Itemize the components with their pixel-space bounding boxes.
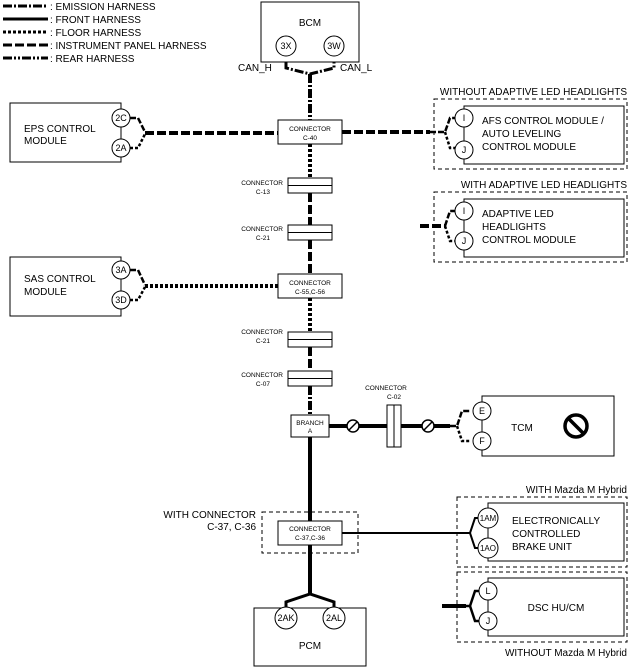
svg-text:ADAPTIVE LED: ADAPTIVE LED [482,209,554,220]
connector-c21-lower: CONNECTOR C-21 [241,329,333,348]
sas-pin-3d: 3D [115,295,127,305]
with-connector-label-1: WITH CONNECTOR [163,510,256,521]
tcm-module: E F TCM [472,395,615,457]
bcm-pin-3x: 3X [280,41,291,51]
svg-text:CONTROL MODULE: CONTROL MODULE [482,142,576,153]
wire-break-icon [346,419,360,433]
dsc-label: DSC HU/CM [528,603,585,614]
sas-label-2: MODULE [24,287,67,298]
svg-text:HEADLIGHTS: HEADLIGHTS [482,222,546,233]
connector-c55-c56: CONNECTOR C-55,C-56 [277,273,343,299]
pcm-pin-2ak: 2AK [277,613,294,623]
svg-text:CONNECTOR: CONNECTOR [241,180,283,187]
svg-text:C-37,C-36: C-37,C-36 [295,535,325,542]
afs-pin-j: J [462,145,467,155]
svg-text:AUTO LEVELING: AUTO LEVELING [482,129,562,140]
bcm-module: BCM 3X 3W CAN_H CAN_L [238,1,373,74]
dsc-pin-j: J [486,616,491,626]
tcm-pin-f: F [479,436,485,446]
afs-pin-i: I [463,113,466,123]
svg-text:CONNECTOR: CONNECTOR [289,126,331,133]
eps-label-2: MODULE [24,136,67,147]
svg-text:C-02: C-02 [387,394,401,401]
svg-text:CONNECTOR: CONNECTOR [365,385,407,392]
adaptive-pin-j: J [462,236,467,246]
svg-text:CONTROLLED: CONTROLLED [512,529,580,540]
wire-break-icon [421,419,435,433]
can-l-label: CAN_L [340,63,373,74]
dsc-group-title: WITHOUT Mazda M Hybrid [505,648,627,659]
svg-text:BRAKE UNIT: BRAKE UNIT [512,542,572,553]
with-connector-label-2: C-37, C-36 [207,522,256,533]
pcm-module: 2AK 2AL PCM [253,606,367,667]
ebu-pin-1am: 1AM [480,514,497,523]
svg-text:C-40: C-40 [303,135,317,142]
ebu-group: WITH Mazda M Hybrid 1AM 1AO ELECTRONICAL… [456,485,628,568]
svg-text:CONNECTOR: CONNECTOR [289,280,331,287]
afs-group-title: WITHOUT ADAPTIVE LED HEADLIGHTS [440,87,627,98]
svg-text:CONNECTOR: CONNECTOR [241,329,283,336]
ebu-pin-1ao: 1AO [480,544,496,553]
adaptive-group-title: WITH ADAPTIVE LED HEADLIGHTS [461,180,627,191]
svg-text:C-21: C-21 [256,338,270,345]
svg-text:CONNECTOR: CONNECTOR [241,226,283,233]
tcm-label: TCM [511,423,533,434]
legend-floor: : FLOOR HARNESS [50,28,141,39]
legend-front: : FRONT HARNESS [50,15,141,26]
ebu-group-title: WITH Mazda M Hybrid [526,485,627,496]
svg-text:CONTROL MODULE: CONTROL MODULE [482,235,576,246]
svg-text:CONNECTOR: CONNECTOR [241,372,283,379]
legend-rear: : REAR HARNESS [50,54,135,65]
pcm-pin-2al: 2AL [326,613,342,623]
pcm-label: PCM [299,641,321,652]
svg-text:C-13: C-13 [256,189,270,196]
svg-text:ELECTRONICALLY: ELECTRONICALLY [512,516,601,527]
dsc-pin-l: L [485,586,490,596]
eps-pin-2c: 2C [115,113,127,123]
legend-emission: : EMISSION HARNESS [50,2,156,13]
adaptive-pin-i: I [463,206,466,216]
eps-module: EPS CONTROL MODULE 2C 2A [9,102,278,163]
connector-c37-c36: WITH CONNECTOR C-37, C-36 CONNECTOR C-37… [163,510,466,554]
legend: : EMISSION HARNESS : FRONT HARNESS : FLO… [3,2,207,65]
can-h-label: CAN_H [238,63,272,74]
bcm-label: BCM [299,18,321,29]
svg-text:C-07: C-07 [256,381,270,388]
svg-text:BRANCH: BRANCH [296,420,324,427]
branch-a: BRANCH A [290,414,330,438]
tcm-pin-e: E [479,406,485,416]
svg-text:CONNECTOR: CONNECTOR [289,526,331,533]
tcm-branch: CONNECTOR C-02 [329,385,470,448]
sas-module: SAS CONTROL MODULE 3A 3D [9,256,278,317]
trunk-wires [284,62,336,608]
connector-c13: CONNECTOR C-13 [241,177,333,196]
svg-text:C-21: C-21 [256,235,270,242]
legend-instrument: : INSTRUMENT PANEL HARNESS [50,41,207,52]
afs-group: WITHOUT ADAPTIVE LED HEADLIGHTS I J AFS … [342,87,628,170]
eps-label-1: EPS CONTROL [24,124,96,135]
prohibited-icon [563,413,589,439]
connector-c21-upper: CONNECTOR C-21 [241,224,333,242]
eps-pin-2a: 2A [115,143,126,153]
svg-text:AFS CONTROL MODULE /: AFS CONTROL MODULE / [482,116,604,127]
bcm-pin-3w: 3W [327,41,341,51]
adaptive-group: WITH ADAPTIVE LED HEADLIGHTS I J ADAPTIV… [420,180,628,263]
connector-c40: CONNECTOR C-40 [277,119,343,145]
sas-label-1: SAS CONTROL [24,274,96,285]
svg-text:A: A [308,428,313,435]
sas-pin-3a: 3A [115,265,126,275]
connector-c07: CONNECTOR C-07 [241,370,333,388]
dsc-group: L J DSC HU/CM WITHOUT Mazda M Hybrid [442,571,628,659]
svg-text:C-55,C-56: C-55,C-56 [295,289,325,296]
